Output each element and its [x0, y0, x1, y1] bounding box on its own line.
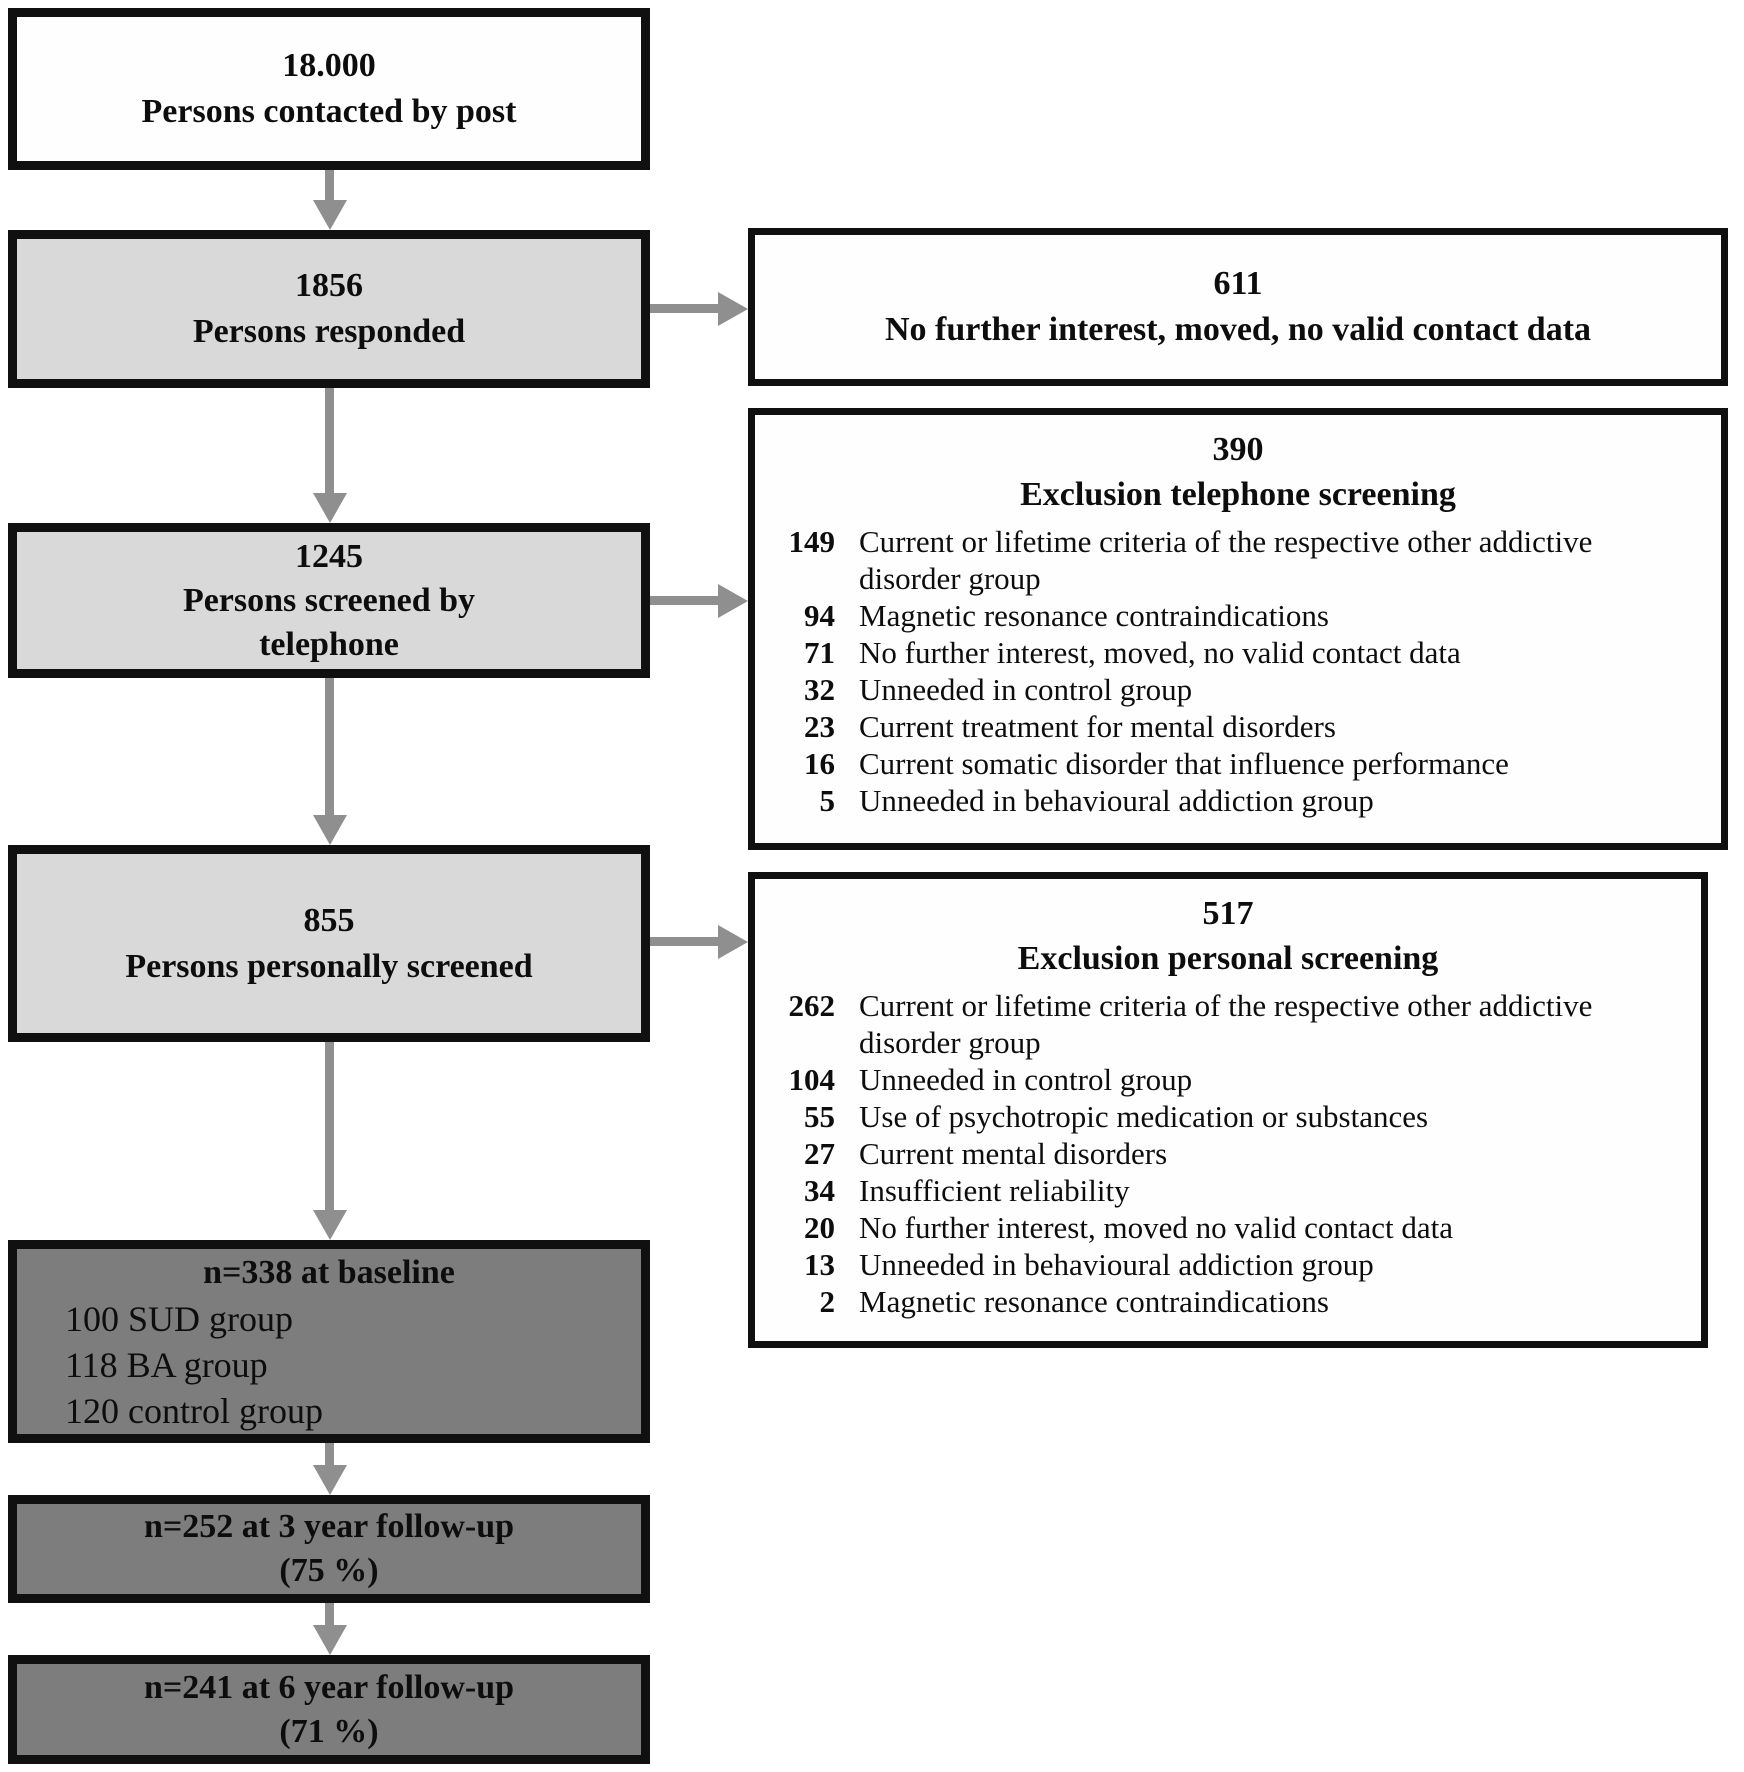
- after-response-label: No further interest, moved, no valid con…: [884, 311, 1592, 348]
- personal-screening-item-list: 262 Current or lifetime criteria of the r…: [755, 981, 1701, 1320]
- baseline-group-sud: 100 SUD group: [65, 1298, 294, 1339]
- personal-screening-count: 517: [1202, 895, 1254, 932]
- exclusion-item-count: 32: [804, 672, 835, 707]
- exclusion-item-count: 104: [788, 1062, 836, 1097]
- arrow-down-contacted-to-responded: [312, 170, 347, 230]
- exclusion-item-count: 2: [819, 1284, 836, 1319]
- contacted-count: 18.000: [282, 47, 376, 84]
- exclusion-item-count: 5: [819, 783, 836, 818]
- exclusion-item-reason: Magnetic resonance contraindications: [859, 1284, 1329, 1319]
- exclusion-item-count: 55: [804, 1099, 835, 1134]
- exclusion-item-reason: Current mental disorders: [859, 1136, 1168, 1171]
- exclusion-item: 5 Unneeded in behavioural addiction group: [765, 782, 1661, 819]
- arrow-right-responded-to-exclusion: [650, 291, 748, 326]
- flow-box-followup3: n=252 at 3 year follow-up (75 %): [8, 1495, 650, 1603]
- arrow-down-responded-to-telephone: [312, 388, 347, 523]
- baseline-group-ba: 118 BA group: [65, 1344, 268, 1385]
- exclusion-item-count: 262: [788, 988, 836, 1023]
- after-response-count: 611: [1213, 265, 1263, 302]
- exclusion-item: 23 Current treatment for mental disorders: [765, 708, 1661, 745]
- responded-label: Persons responded: [192, 313, 466, 350]
- arrow-right-telephone-to-exclusion: [650, 583, 748, 618]
- exclusion-item: 262 Current or lifetime criteria of the r…: [765, 987, 1641, 1061]
- followup3-line2: (75 %): [279, 1552, 379, 1589]
- telephone-screening-title: Exclusion telephone screening: [1020, 476, 1456, 513]
- exclusion-item: 55 Use of psychotropic medication or subs…: [765, 1098, 1641, 1135]
- arrow-down-followup3-to-followup6: [312, 1603, 347, 1655]
- exclusion-item-reason: Current or lifetime criteria of the resp…: [859, 988, 1593, 1060]
- exclusion-item-reason: No further interest, moved, no valid con…: [859, 635, 1461, 670]
- arrow-down-personal-to-baseline: [312, 1042, 347, 1240]
- flow-box-personal: 855 Persons personally screened: [8, 845, 650, 1042]
- flow-box-baseline: n=338 at baseline 100 SUD group 118 BA g…: [8, 1240, 650, 1443]
- exclusion-item-reason: No further interest, moved no valid cont…: [859, 1210, 1453, 1245]
- exclusion-item: 32 Unneeded in control group: [765, 671, 1661, 708]
- responded-count: 1856: [295, 267, 363, 304]
- exclusion-item-reason: Insufficient reliability: [859, 1173, 1130, 1208]
- telephone-screening-item-list: 149 Current or lifetime criteria of the r…: [755, 517, 1721, 819]
- followup6-line1: n=241 at 6 year follow-up: [143, 1668, 515, 1706]
- telephone-count: 1245: [295, 537, 363, 575]
- exclusion-item: 27 Current mental disorders: [765, 1135, 1641, 1172]
- followup6-line2: (71 %): [279, 1712, 379, 1750]
- exclusion-item: 149 Current or lifetime criteria of the r…: [765, 523, 1661, 597]
- exclusion-item-count: 149: [788, 524, 836, 559]
- baseline-group-control: 120 control group: [65, 1390, 323, 1431]
- exclusion-item-count: 16: [804, 746, 835, 781]
- exclusion-item-count: 71: [804, 635, 835, 670]
- exclusion-item-reason: Current somatic disorder that influence …: [859, 746, 1509, 781]
- exclusion-item: 34 Insufficient reliability: [765, 1172, 1641, 1209]
- flow-box-contacted: 18.000 Persons contacted by post: [8, 8, 650, 170]
- personal-label: Persons personally screened: [125, 947, 533, 985]
- flow-box-followup6: n=241 at 6 year follow-up (71 %): [8, 1655, 650, 1764]
- exclusion-item-reason: Unneeded in control group: [859, 1062, 1193, 1097]
- exclusion-item-count: 34: [804, 1173, 835, 1208]
- contacted-label: Persons contacted by post: [141, 93, 517, 130]
- exclusion-item-count: 13: [804, 1247, 835, 1282]
- telephone-screening-count: 390: [1212, 431, 1264, 468]
- exclusion-item-reason: Current or lifetime criteria of the resp…: [859, 524, 1593, 596]
- exclusion-item-reason: Unneeded in behavioural addiction group: [859, 1247, 1374, 1282]
- telephone-label-line2: telephone: [259, 625, 399, 663]
- exclusion-item-count: 23: [804, 709, 835, 744]
- arrow-right-personal-to-exclusion: [650, 924, 748, 959]
- exclusion-item: 104 Unneeded in control group: [765, 1061, 1641, 1098]
- exclusion-item-count: 27: [804, 1136, 835, 1171]
- exclusion-item-reason: Current treatment for mental disorders: [859, 709, 1336, 744]
- baseline-title: n=338 at baseline: [203, 1253, 455, 1291]
- exclusion-item-reason: Unneeded in behavioural addiction group: [859, 783, 1374, 818]
- exclusion-item: 13 Unneeded in behavioural addiction grou…: [765, 1246, 1641, 1283]
- personal-screening-title: Exclusion personal screening: [1017, 940, 1439, 977]
- exclusion-item: 20 No further interest, moved no valid co…: [765, 1209, 1641, 1246]
- arrow-down-baseline-to-followup3: [312, 1443, 347, 1495]
- exclusion-item: 71 No further interest, moved, no valid c…: [765, 634, 1661, 671]
- exclusion-item: 2 Magnetic resonance contraindications: [765, 1283, 1641, 1320]
- exclusion-item: 16 Current somatic disorder that influenc…: [765, 745, 1661, 782]
- exclusion-item: 94 Magnetic resonance contraindications: [765, 597, 1661, 634]
- flow-box-telephone: 1245 Persons screened by telephone: [8, 523, 650, 678]
- exclusion-box-after-response: 611 No further interest, moved, no valid…: [748, 228, 1728, 386]
- arrow-down-telephone-to-personal: [312, 678, 347, 845]
- telephone-label-line1: Persons screened by: [182, 581, 476, 619]
- flow-box-responded: 1856 Persons responded: [8, 230, 650, 388]
- personal-count: 855: [303, 901, 355, 939]
- exclusion-item-reason: Unneeded in control group: [859, 672, 1193, 707]
- exclusion-item-count: 20: [804, 1210, 835, 1245]
- followup3-line1: n=252 at 3 year follow-up: [143, 1508, 515, 1545]
- exclusion-item-reason: Magnetic resonance contraindications: [859, 598, 1329, 633]
- exclusion-item-reason: Use of psychotropic medication or substa…: [859, 1099, 1429, 1134]
- exclusion-item-count: 94: [804, 598, 835, 633]
